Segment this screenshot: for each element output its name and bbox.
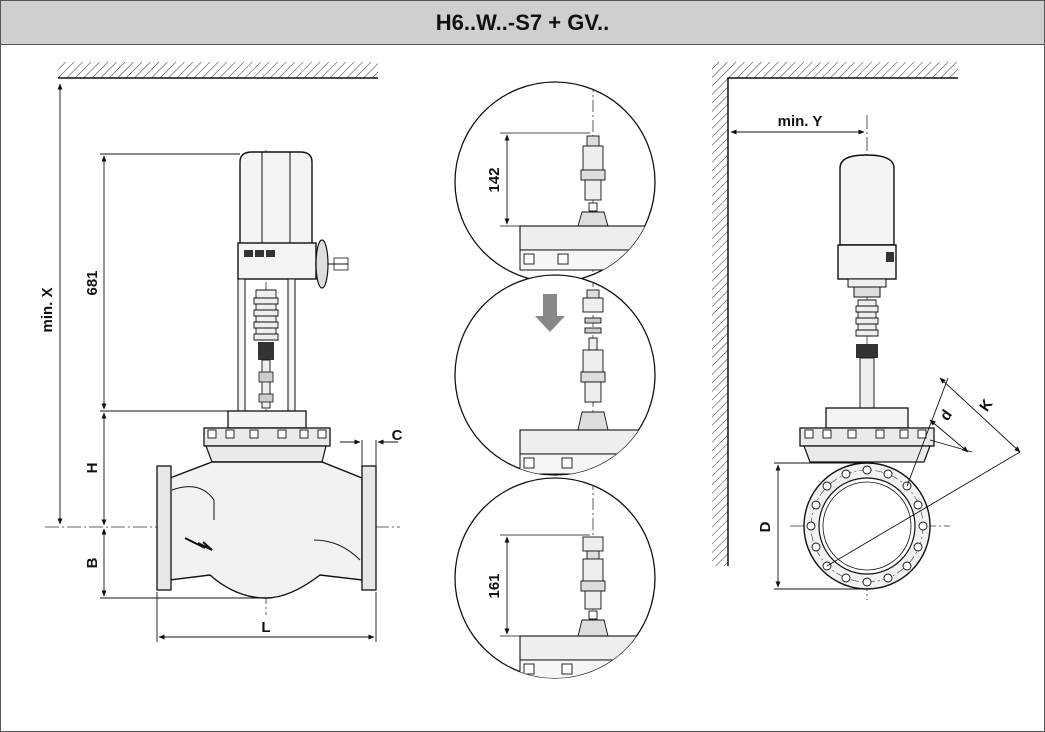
actuator-left [237, 151, 349, 289]
label-d-large: D [757, 521, 774, 532]
detail-circle-2 [454, 274, 656, 476]
title-bar: H6..W..-S7 + GV.. [1, 1, 1044, 45]
label-161: 161 [486, 573, 503, 598]
label-142: 142 [486, 167, 503, 192]
label-l: L [261, 619, 270, 636]
valve-body-left [156, 410, 377, 599]
wall-hatch [712, 78, 728, 566]
arrow-down-icon [535, 294, 565, 332]
label-k: K [976, 396, 996, 415]
label-c: C [392, 427, 403, 444]
ceiling-hatch [58, 62, 378, 78]
ceiling-hatch-right [712, 62, 958, 78]
label-min-x: min. X [39, 287, 56, 332]
yoke-left [237, 278, 296, 412]
front-view: min. X 681 H B C L [39, 62, 403, 642]
detail-circle-3: 161 [454, 477, 656, 679]
page-title: H6..W..-S7 + GV.. [435, 9, 610, 35]
label-b: B [84, 557, 101, 568]
label-d-small: d [937, 407, 956, 424]
detail-circle-1: 142 [454, 81, 656, 283]
label-min-y: min. Y [778, 113, 823, 130]
side-view: min. Y [712, 62, 1021, 600]
label-h: H [84, 463, 101, 474]
label-681: 681 [84, 270, 101, 295]
dimensions-left [57, 83, 398, 642]
